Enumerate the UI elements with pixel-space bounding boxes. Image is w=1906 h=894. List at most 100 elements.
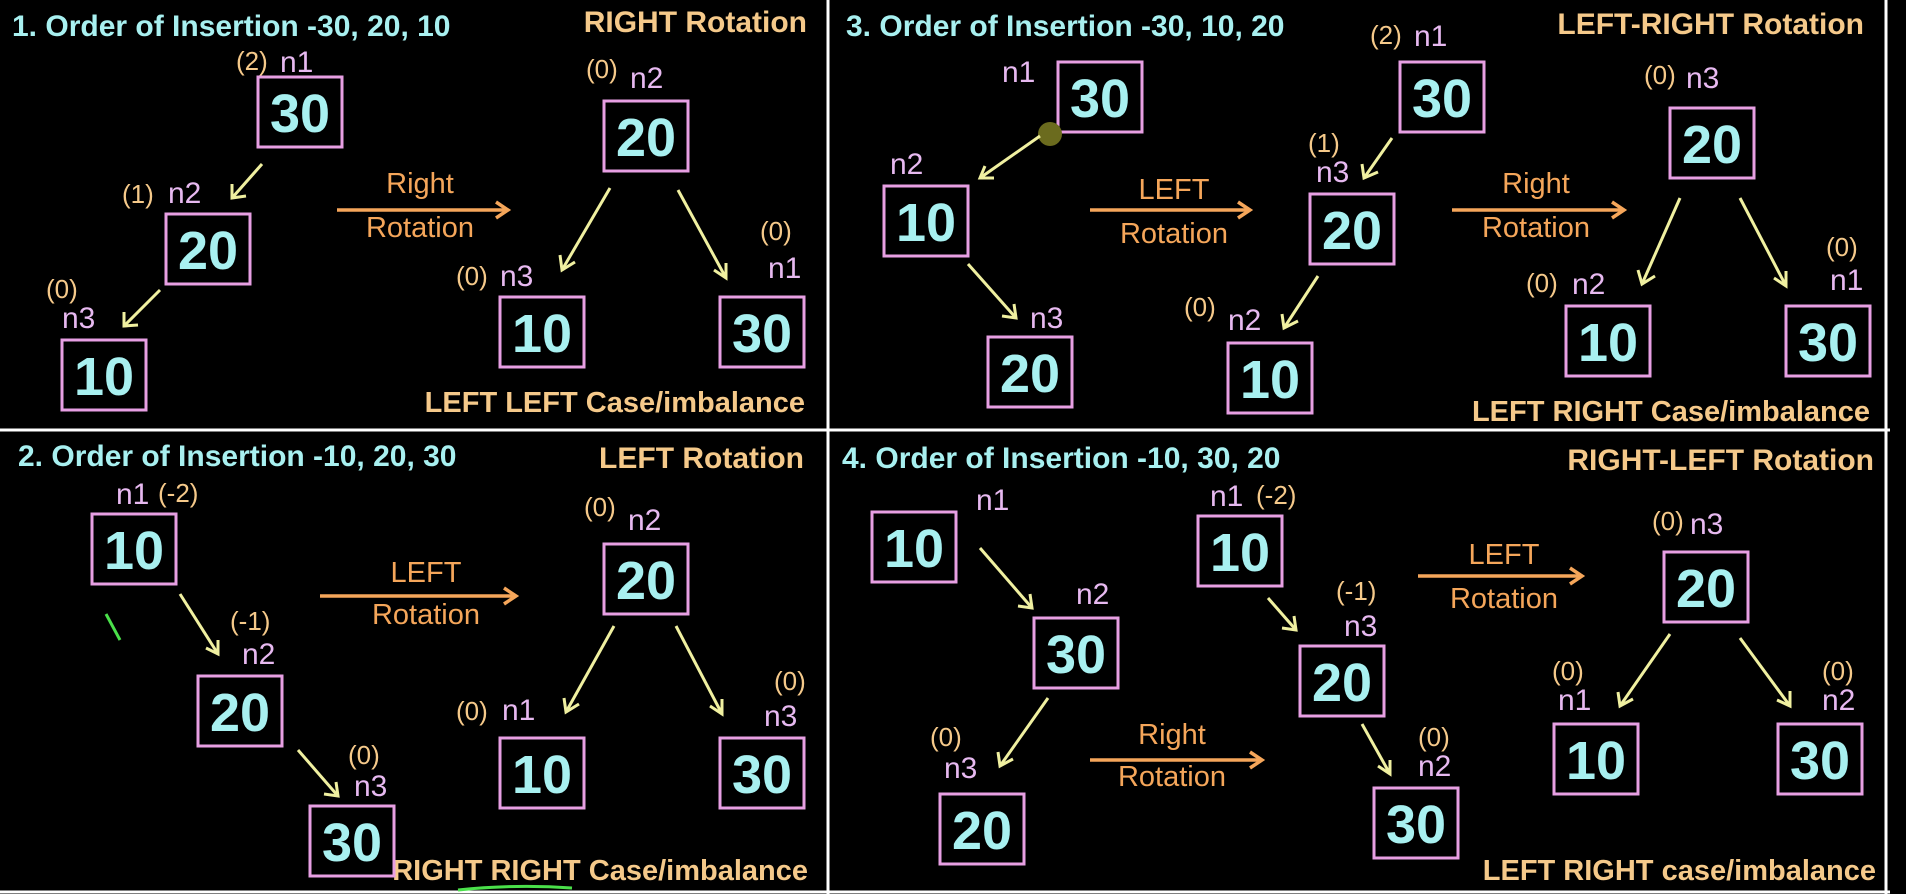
balance-factor: (0)	[456, 261, 488, 291]
node-value: 20	[1322, 201, 1382, 261]
rotation-arrow-line2: Rotation	[1120, 218, 1228, 250]
tree-node	[498, 736, 586, 810]
node-label: n3	[764, 700, 797, 733]
node-value: 20	[616, 551, 676, 611]
node-value: 10	[1240, 350, 1300, 410]
balance-factor: (0)	[46, 274, 78, 304]
arrow-head	[1377, 760, 1392, 777]
tree-node	[986, 335, 1074, 409]
tree-node	[1226, 341, 1314, 415]
node-value: 30	[1790, 731, 1850, 791]
node-value: 20	[1682, 115, 1742, 175]
tree-node	[882, 184, 970, 258]
tree-node	[308, 804, 396, 878]
node-label: n2	[1418, 750, 1451, 783]
tree-node	[256, 75, 344, 149]
node-value: 20	[1312, 653, 1372, 713]
rotation-arrow-line1: LEFT	[391, 557, 462, 589]
tree-edge	[230, 163, 264, 199]
tree-node	[1298, 644, 1386, 718]
panel-4-rotation-type: RIGHT-LEFT Rotation	[1567, 444, 1874, 477]
tree-edge	[1738, 197, 1788, 287]
tree-edge	[1618, 633, 1672, 707]
panel-2-rotation-type: LEFT Rotation	[599, 442, 804, 475]
tree-edge	[178, 593, 220, 655]
node-label: n2	[168, 177, 201, 210]
panel-2: 2. Order of Insertion -10, 20, 30 LEFT R…	[18, 440, 808, 892]
node-value: 10	[74, 347, 134, 407]
node-label: n3	[1030, 302, 1063, 335]
arrow-head	[558, 254, 576, 273]
arrow-head	[1611, 200, 1628, 220]
node-value: 10	[104, 521, 164, 581]
node-label: n2	[1822, 684, 1855, 717]
node-label: n1	[1830, 264, 1863, 297]
node-label: n2	[242, 638, 275, 671]
arrow-head	[1001, 303, 1018, 320]
tree-node	[1372, 786, 1460, 860]
node-value: 10	[512, 304, 572, 364]
arrow-head	[503, 586, 520, 606]
panel-3-title: 3. Order of Insertion -30, 10, 20	[846, 10, 1285, 43]
arrow-head	[323, 781, 340, 798]
node-value: 20	[616, 108, 676, 168]
node-label: n2	[630, 62, 663, 95]
tree-edge	[998, 697, 1050, 767]
panel-3: 3. Order of Insertion -30, 10, 20 LEFT-R…	[846, 8, 1872, 428]
panel-4: 4. Order of Insertion -10, 30, 20 RIGHT-…	[842, 442, 1876, 887]
tree-node	[1776, 722, 1864, 796]
node-label: n3	[1686, 62, 1719, 95]
node-label: n1	[280, 46, 313, 79]
arrow-head	[122, 312, 139, 328]
node-value: 30	[270, 84, 330, 144]
node-label: n1	[1414, 20, 1447, 53]
balance-factor: (-1)	[230, 606, 270, 636]
balance-factor: (0)	[930, 722, 962, 752]
node-label: n2	[1228, 304, 1261, 337]
node-label: n3	[944, 752, 977, 785]
tree-node	[196, 674, 284, 748]
node-label: n3	[1344, 610, 1377, 643]
node-value: 30	[1070, 69, 1130, 129]
arrow-head	[495, 200, 512, 220]
pen-mark	[104, 613, 122, 641]
node-label: n3	[500, 260, 533, 293]
tree-edge	[1640, 197, 1682, 285]
tree-node	[1308, 192, 1396, 266]
cursor-pointer	[1038, 122, 1062, 146]
tree-node	[1196, 514, 1284, 588]
panel-1-title: 1. Order of Insertion -30, 20, 10	[12, 10, 451, 43]
panel-1-rotation-type: RIGHT Rotation	[584, 6, 807, 39]
node-label: n1	[768, 252, 801, 285]
rotation-arrow-line1: Right	[386, 168, 454, 200]
tree-node	[1056, 60, 1144, 134]
tree-node	[718, 736, 806, 810]
arrow-head	[562, 697, 580, 715]
node-value: 10	[1566, 731, 1626, 791]
rotation-arrow-line1: Right	[1138, 719, 1206, 751]
node-value: 10	[1210, 523, 1270, 583]
arrow-head	[1281, 615, 1298, 632]
arrow-head	[1017, 593, 1034, 610]
arrow-head	[1280, 313, 1299, 331]
arrow-head	[205, 640, 220, 657]
arrow-head	[1616, 691, 1634, 709]
balance-factor: (0)	[1652, 506, 1684, 536]
balance-factor: (1)	[122, 179, 154, 209]
node-value: 30	[1386, 795, 1446, 855]
tree-edge	[1266, 597, 1298, 631]
tree-edge	[560, 187, 612, 271]
node-label: n3	[62, 302, 95, 335]
node-label: n3	[354, 770, 387, 803]
balance-factor: (-2)	[158, 478, 198, 508]
node-value: 10	[884, 519, 944, 579]
balance-factor: (0)	[348, 740, 380, 770]
tree-node	[1032, 616, 1120, 690]
tree-node	[870, 510, 958, 584]
balance-factor: (0)	[1644, 60, 1676, 90]
tree-edge	[966, 263, 1018, 319]
arrow-head	[1636, 269, 1656, 287]
underline-mark	[457, 884, 573, 892]
tree-node	[938, 792, 1026, 866]
panel-4-case: LEFT RIGHT case/imbalance	[1483, 855, 1876, 887]
